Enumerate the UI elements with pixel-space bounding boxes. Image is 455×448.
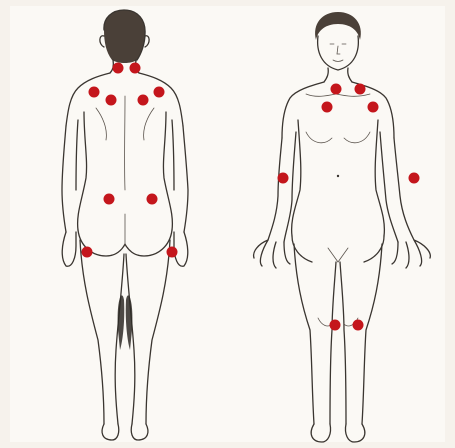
tender-point-knee-left <box>330 320 341 331</box>
tender-point-neck-left <box>113 63 124 74</box>
tender-point-trapezius-left <box>89 87 100 98</box>
back-hair <box>104 10 145 63</box>
tender-point-gluteal-right <box>147 194 158 205</box>
tender-point-elbow-right <box>409 173 420 184</box>
tender-point-knee-right <box>353 320 364 331</box>
tender-point-second-rib-left <box>322 102 333 113</box>
tender-point-trochanter-left <box>82 247 93 258</box>
tender-point-second-rib-right <box>368 102 379 113</box>
tender-point-trapezius-right <box>154 87 165 98</box>
tender-point-neck-right <box>130 63 141 74</box>
tender-point-lower-neck-right <box>355 84 366 95</box>
tender-point-elbow-left <box>278 173 289 184</box>
tender-point-gluteal-left <box>104 194 115 205</box>
tender-point-lower-neck-left <box>331 84 342 95</box>
tender-point-supraspinatus-left <box>106 95 117 106</box>
paper-sheet <box>10 6 445 442</box>
tender-point-trochanter-right <box>167 247 178 258</box>
tender-point-supraspinatus-right <box>138 95 149 106</box>
